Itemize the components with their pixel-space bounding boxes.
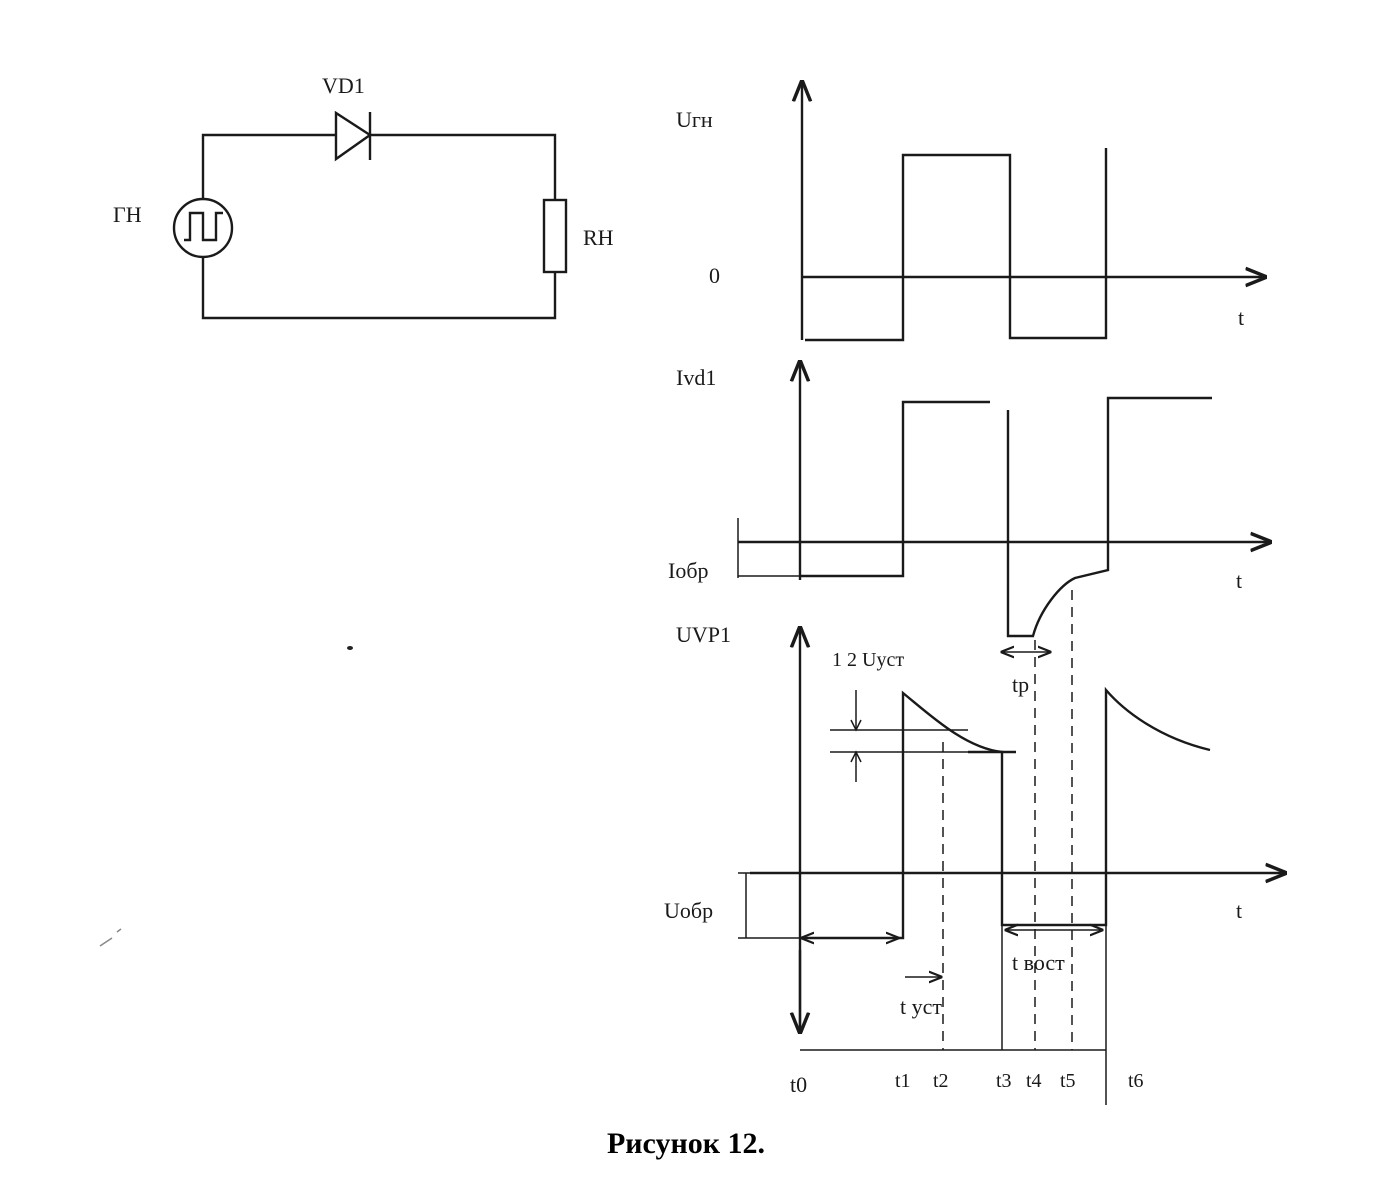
generator-voltage-label: Uгн <box>676 107 713 132</box>
t-axis-label-1: t <box>1238 305 1244 330</box>
overshoot-tolerance-lines <box>830 690 968 782</box>
diode-current-waveform <box>800 396 1212 638</box>
diode-voltage-waveform <box>800 686 1211 940</box>
scan-speck <box>347 646 353 650</box>
figure-caption: Рисунок 12. <box>607 1127 765 1160</box>
time-mark-t2: t2 <box>933 1070 949 1092</box>
time-baseline: t0 t1 t2 t3 t4 t5 t6 <box>790 1049 1144 1097</box>
time-reference-lines <box>942 590 1107 1105</box>
time-mark-t6: t6 <box>1128 1070 1144 1092</box>
overshoot-arrows <box>850 719 862 763</box>
generator-waveform <box>805 148 1108 342</box>
time-mark-t5: t5 <box>1060 1070 1076 1092</box>
diode-label: VD1 <box>322 73 365 98</box>
time-mark-t0: t0 <box>790 1072 807 1097</box>
diode-current-label: Ivd1 <box>676 365 716 390</box>
reverse-voltage-label: Uобр <box>664 898 713 923</box>
timing-diagram: Uгн 0 t Ivd1 Iобр t UVP1 1 2 Uуст Uо <box>664 82 1285 1105</box>
reverse-current-marker <box>737 518 800 578</box>
load-label: RH <box>583 225 614 250</box>
time-mark-t1: t1 <box>895 1070 911 1092</box>
scan-speck-small <box>99 928 122 947</box>
circuit-schematic: VD1 ГН RH <box>113 73 614 320</box>
front-label: tр <box>1012 672 1029 697</box>
time-mark-t4: t4 <box>1026 1070 1042 1092</box>
generator-label: ГН <box>113 202 142 227</box>
circuit-wire <box>201 133 557 320</box>
resistor-symbol <box>542 198 568 274</box>
diode-vd1-symbol <box>334 110 373 162</box>
reverse-current-label: Iобр <box>668 558 709 583</box>
panel-diode-voltage: UVP1 1 2 Uуст Uобр t <box>664 622 1285 1032</box>
panel-generator-voltage: Uгн 0 t <box>676 82 1265 342</box>
settle-label: t уст <box>900 994 942 1019</box>
recovery-label: t вост <box>1012 950 1065 975</box>
reverse-voltage-marker <box>738 872 800 939</box>
generator-symbol <box>172 197 234 259</box>
t-axis-label-3: t <box>1236 898 1242 923</box>
diode-voltage-label: UVP1 <box>676 622 731 647</box>
zero-label: 0 <box>709 263 720 288</box>
interval-annotations: tр t уст t вост <box>802 652 1102 1019</box>
panel-diode-current: Ivd1 Iобр t <box>668 362 1270 638</box>
t-axis-label-2: t <box>1236 568 1242 593</box>
overshoot-label: 1 2 Uуст <box>832 649 904 671</box>
time-mark-t3: t3 <box>996 1070 1012 1092</box>
